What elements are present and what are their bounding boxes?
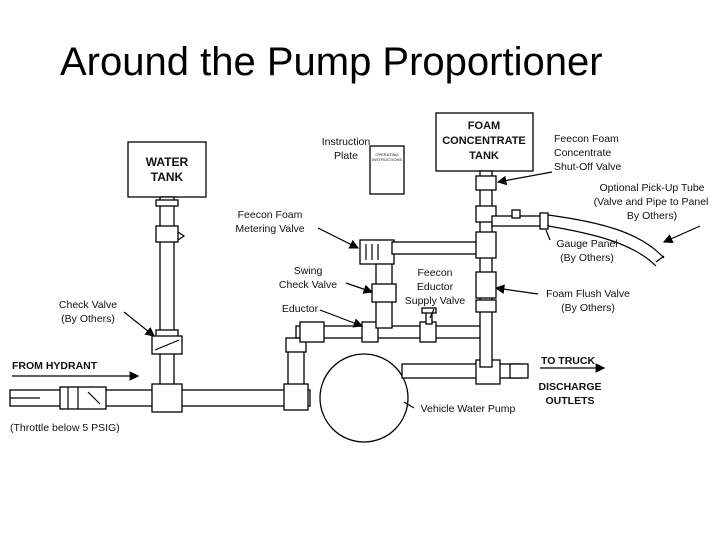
label-eductor-supply-valve: Feecon Eductor Supply Valve	[405, 267, 466, 319]
supply-label-2: Eductor	[417, 281, 454, 293]
metering-line	[391, 241, 489, 255]
hydrant-main-pipe	[9, 383, 311, 413]
instruction-plate: OPERATING INSTRUCTIONS	[369, 145, 405, 195]
foam-column-pipe	[475, 170, 497, 368]
shutoff-label-3: Shut-Off Valve	[554, 161, 621, 173]
label-metering-valve: Feecon Foam Metering Valve	[235, 209, 360, 249]
check-label-1: Check Valve	[59, 299, 117, 311]
label-pickup-tube: Optional Pick-Up Tube (Valve and Pipe to…	[594, 182, 709, 243]
supply-label-1: Feecon	[417, 267, 452, 279]
pump-label: Vehicle Water Pump	[421, 403, 516, 415]
vehicle-water-pump	[319, 353, 529, 443]
eductor-line	[295, 307, 487, 343]
discharge-label-1: DISCHARGE	[538, 381, 601, 393]
pickup-label-2: (Valve and Pipe to Panel	[594, 196, 709, 208]
swing-label-1: Swing	[294, 265, 323, 277]
supply-label-3: Supply Valve	[405, 295, 466, 307]
foam-concentrate-tank: FOAM CONCENTRATE TANK	[435, 112, 534, 172]
check-label-2: (By Others)	[61, 313, 115, 325]
pickup-label-3: By Others)	[627, 210, 677, 222]
flush-label-2: (By Others)	[561, 302, 615, 314]
label-gauge-panel: Gauge Panel (By Others)	[545, 229, 618, 264]
check-valve	[151, 335, 183, 355]
label-from-hydrant: FROM HYDRANT	[12, 360, 140, 381]
plate-inner-2: INSTRUCTIONS	[372, 157, 402, 162]
shutoff-label-1: Feecon Foam	[554, 133, 619, 145]
swing-check-column	[359, 239, 397, 329]
foam-tank-label-1: FOAM	[468, 120, 500, 132]
eductor-label: Eductor	[282, 303, 319, 315]
metering-label-2: Metering Valve	[235, 223, 304, 235]
plate-inner-1: OPERATING	[375, 152, 398, 157]
instruction-plate-label-1: Instruction	[322, 136, 371, 148]
label-to-truck: TO TRUCK	[540, 355, 606, 373]
foam-tank-label-3: TANK	[469, 150, 499, 162]
shutoff-label-2: Concentrate	[554, 147, 611, 159]
instruction-plate-label-2: Plate	[334, 150, 358, 162]
metering-label-1: Feecon Foam	[238, 209, 303, 221]
label-foam-flush-valve: Foam Flush Valve (By Others)	[494, 284, 630, 314]
throttle-note: (Throttle below 5 PSIG)	[10, 422, 120, 434]
swing-label-2: Check Valve	[279, 279, 337, 291]
water-tank-label-1: WATER	[146, 155, 189, 169]
to-truck-label: TO TRUCK	[541, 355, 595, 367]
label-check-valve: Check Valve (By Others)	[59, 299, 155, 337]
label-eductor: Eductor	[282, 303, 364, 328]
water-tank: WATER TANK	[127, 141, 207, 198]
eductor-feed-pipe	[283, 337, 309, 411]
label-shutoff-valve: Feecon Foam Concentrate Shut-Off Valve	[496, 133, 621, 186]
label-vehicle-water-pump: Vehicle Water Pump	[403, 401, 516, 415]
water-tank-pipe	[155, 196, 186, 391]
pickup-label-1: Optional Pick-Up Tube	[599, 182, 704, 194]
from-hydrant-label: FROM HYDRANT	[12, 360, 98, 372]
label-discharge-outlets: DISCHARGE OUTLETS	[538, 381, 601, 407]
foam-tank-label-2: CONCENTRATE	[442, 135, 526, 147]
gauge-label-2: (By Others)	[560, 252, 614, 264]
pickup-branch	[491, 209, 665, 267]
gauge-label-1: Gauge Panel	[556, 238, 617, 250]
flush-label-1: Foam Flush Valve	[546, 288, 630, 300]
label-swing-check-valve: Swing Check Valve	[279, 265, 374, 294]
discharge-label-2: OUTLETS	[546, 395, 595, 407]
slide-title: Around the Pump Proportioner	[60, 40, 603, 84]
water-tank-label-2: TANK	[151, 170, 184, 184]
